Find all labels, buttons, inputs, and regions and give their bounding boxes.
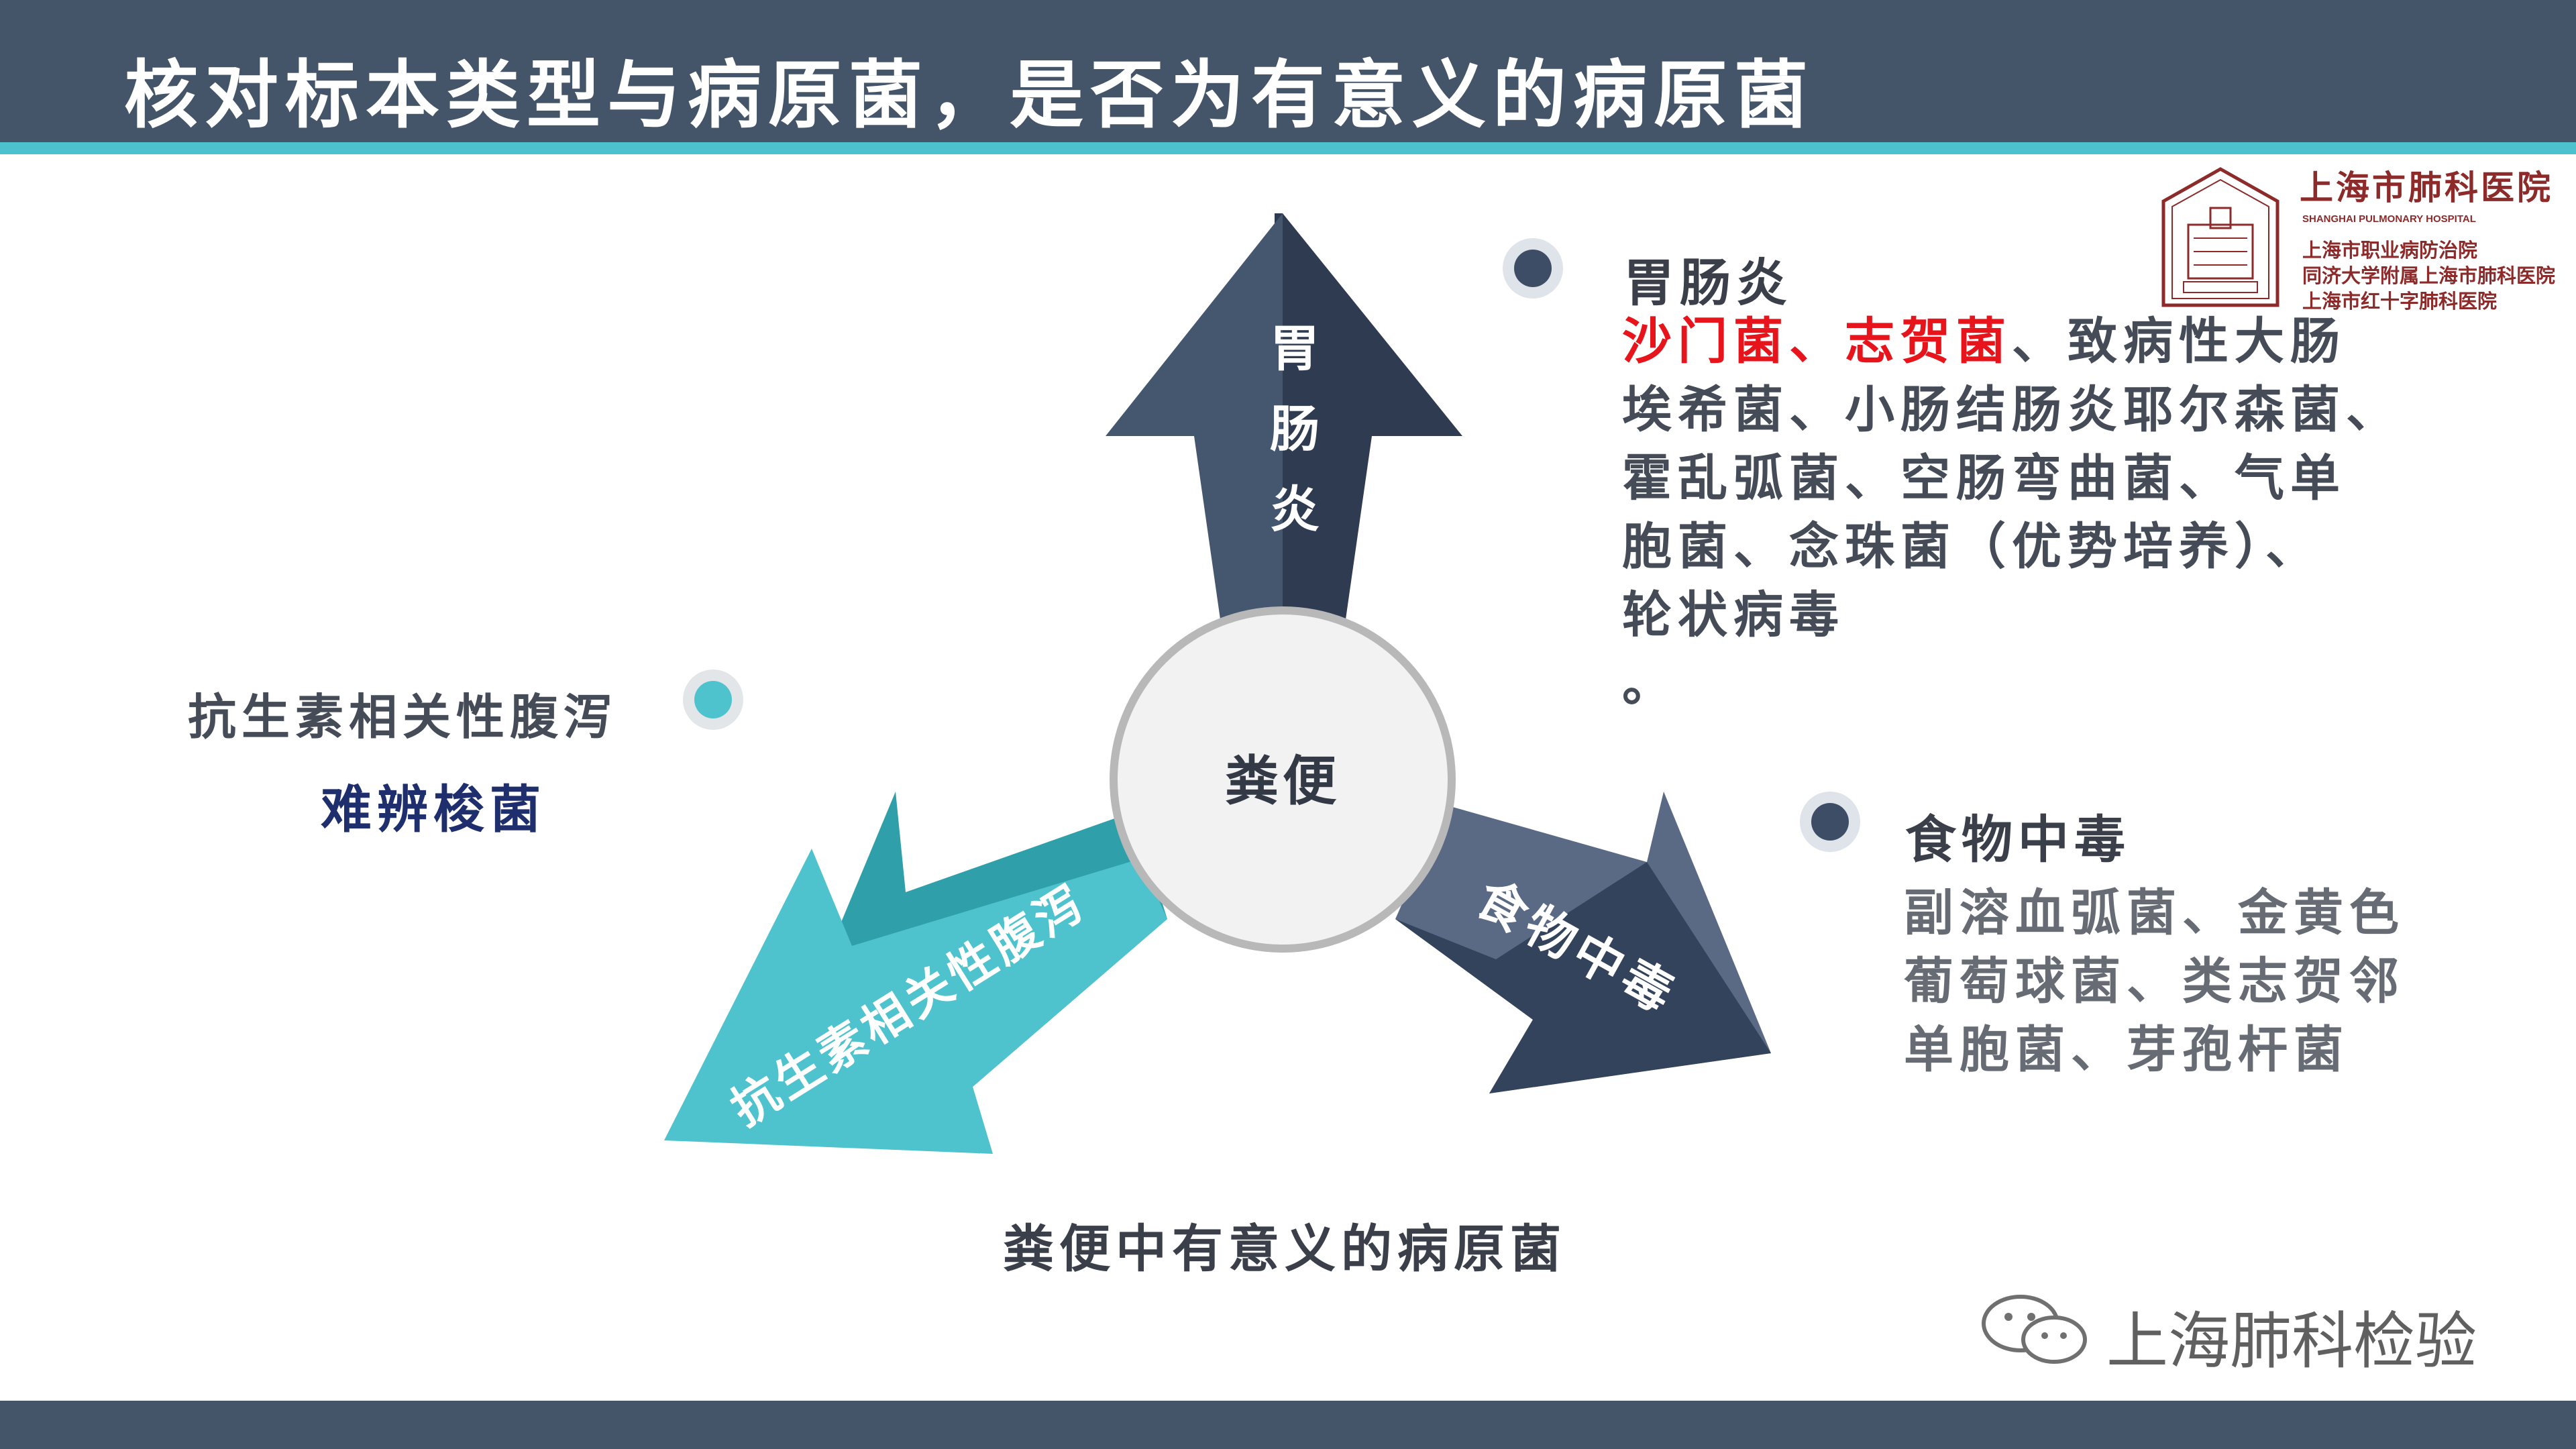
center-label: 粪便: [1225, 749, 1340, 812]
arrow-antibiotic-diarrhea: [664, 792, 1167, 1154]
arrow-up-label-1: 胃: [1270, 320, 1320, 378]
center-circle: [1110, 606, 1456, 953]
watermark-text: 上海肺科检验: [2106, 1305, 2477, 1377]
footer-bar: [0, 1401, 2576, 1449]
arrow-up-label-3: 炎: [1270, 481, 1320, 539]
food-line1: 副溶血弧菌、金黄色: [1904, 884, 2405, 942]
logo-subtitle-2: 同济大学附属上海市肺科医院: [2302, 264, 2556, 287]
bullet-food: [1811, 803, 1849, 841]
gastro-highlight: 沙门菌、志贺菌: [1622, 313, 2012, 370]
logo-english-name: SHANGHAI PULMONARY HOSPITAL: [2302, 213, 2476, 225]
logo-hospital-name: 上海市肺科医院: [2300, 168, 2553, 207]
gastro-pathogens: 沙门菌、志贺菌、致病性大肠 埃希菌、小肠结肠炎耶尔森菌、 霍乱弧菌、空肠弯曲菌、…: [1622, 307, 2561, 718]
gastro-line2: 埃希菌、小肠结肠炎耶尔森菌、: [1622, 381, 2402, 439]
watermark: 上海肺科检验: [1979, 1291, 2516, 1377]
diagram-caption: 粪便中有意义的病原菌: [1003, 1219, 1566, 1279]
food-title: 食物中毒: [1905, 810, 2131, 869]
header-bar: [0, 0, 2576, 142]
food-pathogens: 副溶血弧菌、金黄色 葡萄球菌、类志贺邻 单胞菌、芽孢杆菌: [1904, 879, 2561, 1084]
header-accent-line: [0, 142, 2576, 154]
logo-subtitle-1: 上海市职业病防治院: [2302, 239, 2478, 262]
arrow-up-label-2: 肠: [1270, 400, 1320, 458]
food-line2: 葡萄球菌、类志贺邻: [1904, 953, 2405, 1010]
gastro-line1-rest: 、致病性大肠: [2012, 313, 2346, 370]
gastro-line4: 胞菌、念珠菌（优势培养）、: [1622, 518, 2321, 576]
gastro-line5: 轮状病毒: [1622, 586, 1845, 644]
bullet-antibiotic: [694, 681, 732, 718]
gastro-line6: 。: [1622, 655, 1678, 712]
gastro-title: 胃肠炎: [1623, 253, 1792, 313]
food-line3: 单胞菌、芽孢杆菌: [1904, 1021, 2349, 1079]
arrow-gastroenteritis: [1106, 213, 1462, 624]
gastro-line3: 霍乱弧菌、空肠弯曲菌、气单: [1622, 449, 2346, 507]
wechat-icon: [1982, 1295, 2087, 1364]
hospital-emblem-icon: [2161, 167, 2279, 307]
hospital-logo: 上海市肺科医院 SHANGHAI PULMONARY HOSPITAL 上海市职…: [2153, 161, 2555, 322]
logo-subtitle-3: 上海市红十字肺科医院: [2302, 290, 2498, 313]
slide-title: 核对标本类型与病原菌，是否为有意义的病原菌: [124, 52, 1815, 138]
arrow-food-poisoning: [1395, 792, 1771, 1093]
antibiotic-title: 抗生素相关性腹泻: [188, 688, 618, 745]
antibiotic-pathogen: 难辨梭菌: [321, 780, 546, 839]
bullet-gastro: [1514, 250, 1552, 287]
